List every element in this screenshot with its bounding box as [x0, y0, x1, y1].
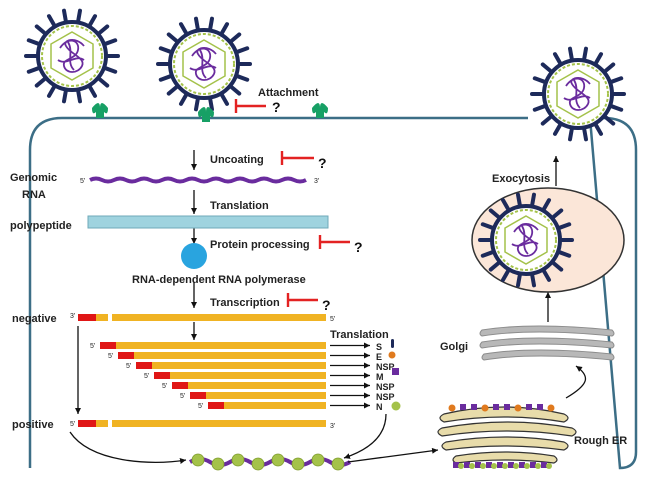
subgenomic-leader — [208, 402, 224, 409]
spike-protein-icon — [391, 339, 394, 348]
rna-3-end: 3' — [314, 178, 319, 185]
subgenomic-leader — [154, 372, 170, 379]
inhibitor-processing — [318, 235, 350, 249]
virion-free — [24, 8, 120, 104]
question-attachment: ? — [272, 99, 281, 115]
inhibitor-transcription — [286, 293, 318, 307]
nucleocapsid-protein-icon — [391, 401, 401, 411]
nucleocapsid-proteins — [191, 453, 345, 471]
genomic-rna-strand — [89, 176, 307, 184]
protein-label: N — [376, 402, 383, 412]
subgenomic-leader — [190, 392, 206, 399]
label-negative: negative — [12, 313, 57, 325]
subgenomic-5-end: 5' — [198, 403, 203, 410]
neg-strand — [112, 314, 326, 321]
protein-label: E — [376, 352, 382, 362]
rdrp-enzyme — [181, 243, 207, 269]
arrow-to-er — [347, 447, 439, 463]
subgenomic-leader — [172, 382, 188, 389]
protein-label: NSP — [376, 392, 395, 402]
subgenomic-leader — [118, 352, 134, 359]
protein-label: S — [376, 342, 382, 352]
subgenomic-strand — [134, 352, 326, 359]
step-translation: Translation — [210, 200, 269, 212]
step-rdrp: RNA-dependent RNA polymerase — [132, 274, 306, 286]
subgenomic-strand — [224, 402, 326, 409]
protein-label: NSP — [376, 362, 395, 372]
subgenomic-strand — [206, 392, 326, 399]
question-processing: ? — [354, 239, 363, 255]
neg-strand — [96, 314, 108, 321]
rna-5-end: 5' — [80, 178, 85, 185]
ribosomes — [448, 404, 555, 469]
neg-5-end: 5' — [330, 316, 335, 323]
golgi-apparatus — [479, 325, 615, 361]
receptor — [312, 103, 328, 118]
virion-attaching — [156, 16, 252, 112]
question-transcription: ? — [322, 297, 331, 313]
cell-membrane — [28, 116, 638, 470]
receptor — [198, 107, 214, 122]
subgenomic-rnas: 5' 5' 5' 5' 5' 5' 5' — [90, 342, 370, 410]
subgenomic-strand — [116, 342, 326, 349]
step-protein-processing: Protein processing — [210, 239, 310, 251]
neg-3-end: 3' — [70, 313, 75, 320]
pos-5-end: 5' — [70, 421, 75, 428]
label-rough-er: Rough ER — [574, 435, 627, 447]
step-translation-2: Translation — [330, 329, 389, 341]
protein-label: NSP — [376, 382, 395, 392]
label-golgi: Golgi — [440, 341, 468, 353]
inhibitor-uncoating — [280, 151, 314, 165]
label-genomic: Genomic — [10, 172, 57, 184]
arrow-n-to-nucleocapsid — [343, 413, 387, 459]
pos-strand — [112, 420, 326, 427]
subgenomic-5-end: 5' — [162, 383, 167, 390]
label-positive: positive — [12, 419, 54, 431]
label-rna: RNA — [22, 189, 46, 201]
subgenomic-strand — [170, 372, 326, 379]
pos-3-end: 3' — [330, 423, 335, 430]
subgenomic-5-end: 5' — [126, 363, 131, 370]
subgenomic-5-end: 5' — [144, 373, 149, 380]
membrane-protein-icon — [392, 368, 399, 375]
virion-released — [530, 46, 626, 142]
protein-label: M — [376, 372, 384, 382]
polypeptide-bar — [87, 215, 329, 229]
inhibitor-attachment — [234, 99, 266, 113]
subgenomic-5-end: 5' — [108, 353, 113, 360]
subgenomic-strand — [188, 382, 326, 389]
arrow-er-to-golgi — [565, 365, 586, 399]
label-polypeptide: polypeptide — [10, 220, 72, 232]
step-attachment: Attachment — [258, 87, 319, 99]
pos-strand — [96, 420, 108, 427]
subgenomic-leader — [136, 362, 152, 369]
subgenomic-5-end: 5' — [90, 343, 95, 350]
envelope-protein-icon — [388, 351, 396, 359]
subgenomic-strand — [152, 362, 326, 369]
subgenomic-5-end: 5' — [180, 393, 185, 400]
step-exocytosis: Exocytosis — [492, 173, 550, 185]
step-transcription: Transcription — [210, 297, 280, 309]
step-uncoating: Uncoating — [210, 154, 264, 166]
arrow-to-nucleocapsid — [69, 431, 187, 464]
subgenomic-leader — [100, 342, 116, 349]
question-uncoating: ? — [318, 155, 327, 171]
pos-leader — [78, 420, 96, 427]
neg-leader — [78, 314, 96, 321]
rough-er — [437, 406, 577, 464]
receptor — [92, 103, 108, 118]
